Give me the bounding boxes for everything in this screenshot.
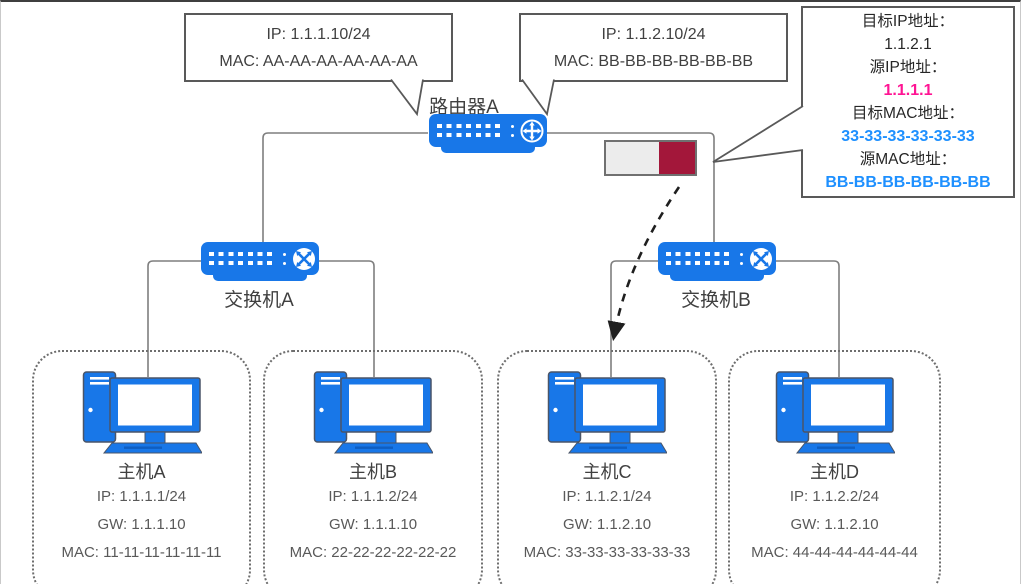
src-ip-label: 源IP地址： <box>869 59 947 76</box>
host-d-computer-icon <box>775 371 895 454</box>
dest-mac-value: 33-33-33-33-33-33 <box>841 128 975 145</box>
host-b-card: 主机B IP: 1.1.1.2/24 GW: 1.1.1.10 MAC: 22-… <box>263 350 483 584</box>
host-d-name: 主机D <box>810 462 859 482</box>
interface-ip: IP: 1.1.1.10/24 <box>266 25 371 43</box>
host-d-card: 主机D IP: 1.1.2.2/24 GW: 1.1.2.10 MAC: 44-… <box>728 350 941 584</box>
switch-a-ports <box>209 252 277 265</box>
dest-mac-label: 目标MAC地址： <box>852 105 964 122</box>
switch-a-crossed-arrows-icon <box>293 247 315 270</box>
host-a-gw: GW: 1.1.1.10 <box>97 516 186 533</box>
host-b-ip: IP: 1.1.1.2/24 <box>328 488 418 505</box>
src-ip-value: 1.1.1.1 <box>883 82 933 99</box>
switch-b-icon <box>658 242 776 281</box>
host-d-gw: GW: 1.1.2.10 <box>790 516 879 533</box>
src-mac-label: 源MAC地址： <box>859 151 957 168</box>
host-c-gw: GW: 1.1.2.10 <box>562 516 652 533</box>
switch-b-base <box>670 274 764 281</box>
switch-b-body <box>658 242 776 275</box>
host-c-ip: IP: 1.1.2.1/24 <box>562 488 652 505</box>
switch-a-body <box>201 242 319 275</box>
router-body <box>429 114 547 147</box>
switch-b-crossed-arrows-icon <box>750 247 772 270</box>
host-c-computer-icon <box>547 371 667 454</box>
dest-ip-value: 1.1.2.1 <box>884 36 932 53</box>
host-b-mac: MAC: 22-22-22-22-22-22 <box>289 544 457 561</box>
dest-ip-label: 目标IP地址： <box>861 13 955 30</box>
router-base <box>441 146 535 153</box>
switch-a-led-dots <box>283 253 286 256</box>
switch-b-led-dots <box>740 253 743 256</box>
host-a-card: 主机A IP: 1.1.1.1/24 GW: 1.1.1.10 MAC: 11-… <box>32 350 251 584</box>
host-d-mac: MAC: 44-44-44-44-44-44 <box>751 544 918 561</box>
router-icon <box>429 114 547 153</box>
host-b-name: 主机B <box>348 462 397 482</box>
switch-a-icon <box>201 242 319 281</box>
switch-b-ports <box>666 252 734 265</box>
packet-payload-segment <box>606 142 660 174</box>
callout-router-interface-right: IP: 1.1.2.10/24 MAC: BB-BB-BB-BB-BB-BB <box>519 13 788 82</box>
host-c-mac: MAC: 33-33-33-33-33-33 <box>523 544 691 561</box>
host-d-ip: IP: 1.1.2.2/24 <box>789 488 880 505</box>
packet-header-segment <box>659 142 695 174</box>
router-label: 路由器A <box>429 97 499 118</box>
switch-a-base <box>213 274 307 281</box>
switch-a-label: 交换机A <box>224 290 294 311</box>
host-c-card: 主机C IP: 1.1.2.1/24 GW: 1.1.2.10 MAC: 33-… <box>497 350 717 584</box>
interface-mac: MAC: BB-BB-BB-BB-BB-BB <box>553 52 754 70</box>
host-c-name: 主机C <box>582 462 632 482</box>
interface-mac: MAC: AA-AA-AA-AA-AA-AA <box>219 52 418 70</box>
src-mac-value: BB-BB-BB-BB-BB-BB <box>825 174 991 191</box>
host-b-computer-icon <box>313 371 433 454</box>
router-ports <box>437 124 505 137</box>
callout-router-interface-left: IP: 1.1.1.10/24 MAC: AA-AA-AA-AA-AA-AA <box>184 13 453 82</box>
router-led-dots <box>511 125 514 128</box>
packet-icon <box>604 140 697 176</box>
host-a-computer-icon <box>82 371 202 454</box>
interface-ip: IP: 1.1.2.10/24 <box>601 25 706 43</box>
callout-packet-headers: 目标IP地址： 1.1.2.1 源IP地址： 1.1.1.1 目标MAC地址： … <box>801 6 1015 198</box>
host-a-name: 主机A <box>117 462 166 482</box>
host-b-gw: GW: 1.1.1.10 <box>328 516 418 533</box>
switch-b-label: 交换机B <box>681 290 751 311</box>
host-a-ip: IP: 1.1.1.1/24 <box>96 488 187 505</box>
host-a-mac: MAC: 11-11-11-11-11-11 <box>61 544 222 561</box>
callout-packet-tail <box>712 105 804 163</box>
link-router-switch-a <box>262 132 428 243</box>
router-crossroads-icon <box>520 119 544 142</box>
